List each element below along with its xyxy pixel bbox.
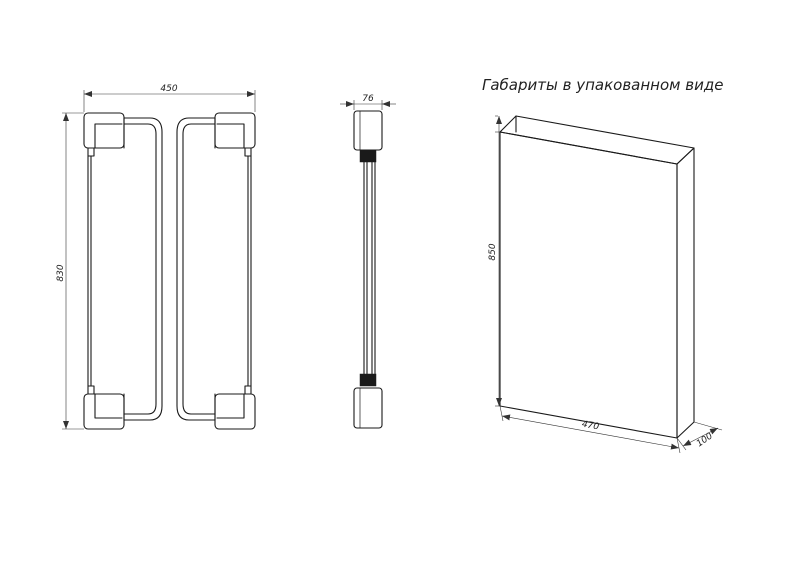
package-height-label: 850 <box>488 243 498 260</box>
side-view: 76 <box>340 94 396 429</box>
package-width-dimension: 470 <box>499 405 681 454</box>
side-depth-dimension: 76 <box>340 94 396 110</box>
front-view: 450 830 <box>56 84 256 430</box>
front-width-label: 450 <box>160 84 177 94</box>
package-title: Габариты в упакованном виде <box>482 76 723 94</box>
right-bar <box>176 112 256 430</box>
package-depth-dimension: 100 <box>676 421 723 451</box>
package-view: Габариты в упакованном виде 850 470 100 <box>482 76 723 454</box>
package-depth-label: 100 <box>695 431 715 449</box>
front-height-dimension: 830 <box>56 112 84 430</box>
package-width-label: 470 <box>581 420 600 433</box>
front-width-dimension: 450 <box>83 84 256 112</box>
left-bar <box>83 112 163 430</box>
package-height-dimension: 850 <box>488 115 502 407</box>
side-depth-label: 76 <box>362 94 374 104</box>
front-height-label: 830 <box>56 264 66 281</box>
